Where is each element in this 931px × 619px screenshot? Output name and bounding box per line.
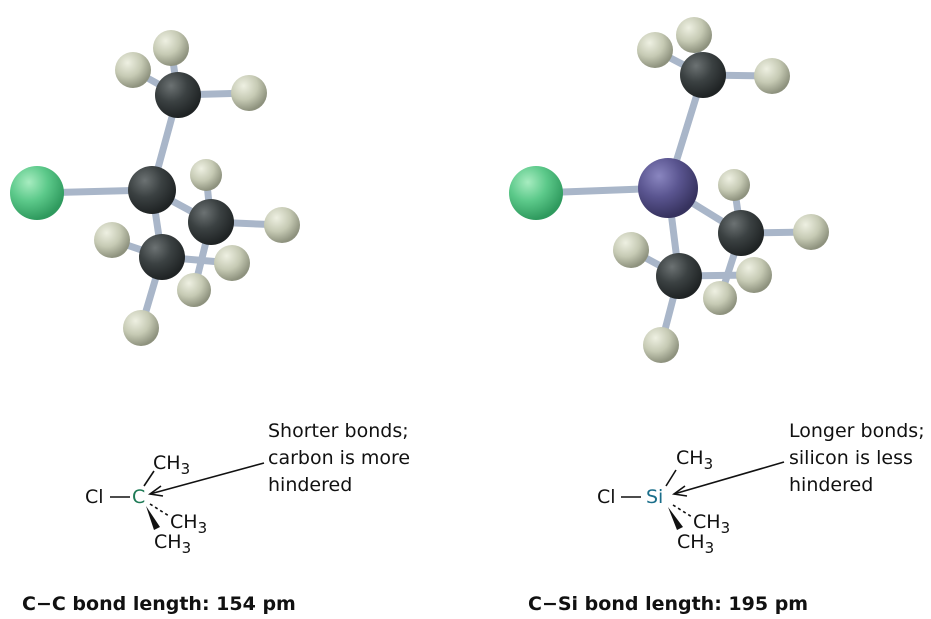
methyl-right: CH3 <box>693 511 731 537</box>
methyl-right: CH3 <box>170 511 208 537</box>
hydrogen-atom <box>153 30 189 66</box>
hydrogen-atom <box>264 207 300 243</box>
hydrogen-atom <box>115 52 151 88</box>
hydrogen-atom <box>736 257 772 293</box>
dashed-bond <box>149 503 170 517</box>
carbon-atom <box>188 199 234 245</box>
hydrogen-atom <box>676 17 712 53</box>
hydrogen-atom <box>718 169 750 201</box>
methyl-bottom: CH3 <box>154 531 192 557</box>
chlorine-atom <box>10 166 64 220</box>
hydrogen-atom <box>637 32 673 68</box>
wedge-bond <box>146 506 160 530</box>
hydrogen-atom <box>123 310 159 346</box>
hydrogen-atom <box>231 75 267 111</box>
chlorine-atom <box>509 166 563 220</box>
chlorine-label: Cl <box>597 486 616 508</box>
hydrogen-atom <box>177 273 211 307</box>
carbon-atom <box>680 52 726 98</box>
carbon-atom <box>718 210 764 256</box>
arrowhead <box>671 485 688 497</box>
arrow <box>673 461 785 495</box>
methyl-bottom: CH3 <box>677 531 715 557</box>
hydrogen-atom <box>754 58 790 94</box>
hydrogen-atom <box>793 214 829 250</box>
carbon-atom <box>128 166 176 214</box>
methyl-top: CH3 <box>676 447 714 473</box>
hydrogen-atom <box>703 281 737 315</box>
carbon-atom <box>656 253 702 299</box>
hydrogen-atom <box>613 232 649 268</box>
si-ch3-bond <box>665 469 677 487</box>
hydrogen-atom <box>190 159 222 191</box>
hydrogen-atom <box>643 327 679 363</box>
left-caption: C−C bond length: 154 pm <box>22 593 296 615</box>
carbon-label: C <box>132 486 146 508</box>
chlorine-label: Cl <box>85 486 104 508</box>
right-caption: C−Si bond length: 195 pm <box>528 593 809 615</box>
hydrogen-atom <box>94 222 130 258</box>
wedge-bond <box>668 507 683 530</box>
hydrogen-atom <box>214 245 250 281</box>
arrowhead <box>147 485 164 497</box>
dashed-bond <box>672 504 693 518</box>
silicon-label: Si <box>646 486 664 508</box>
carbon-atom <box>155 72 201 118</box>
silicon-atom <box>638 158 698 218</box>
methyl-top: CH3 <box>153 452 191 478</box>
c-ch3-bond <box>143 470 155 487</box>
arrow <box>149 462 265 495</box>
carbon-atom <box>139 234 185 280</box>
